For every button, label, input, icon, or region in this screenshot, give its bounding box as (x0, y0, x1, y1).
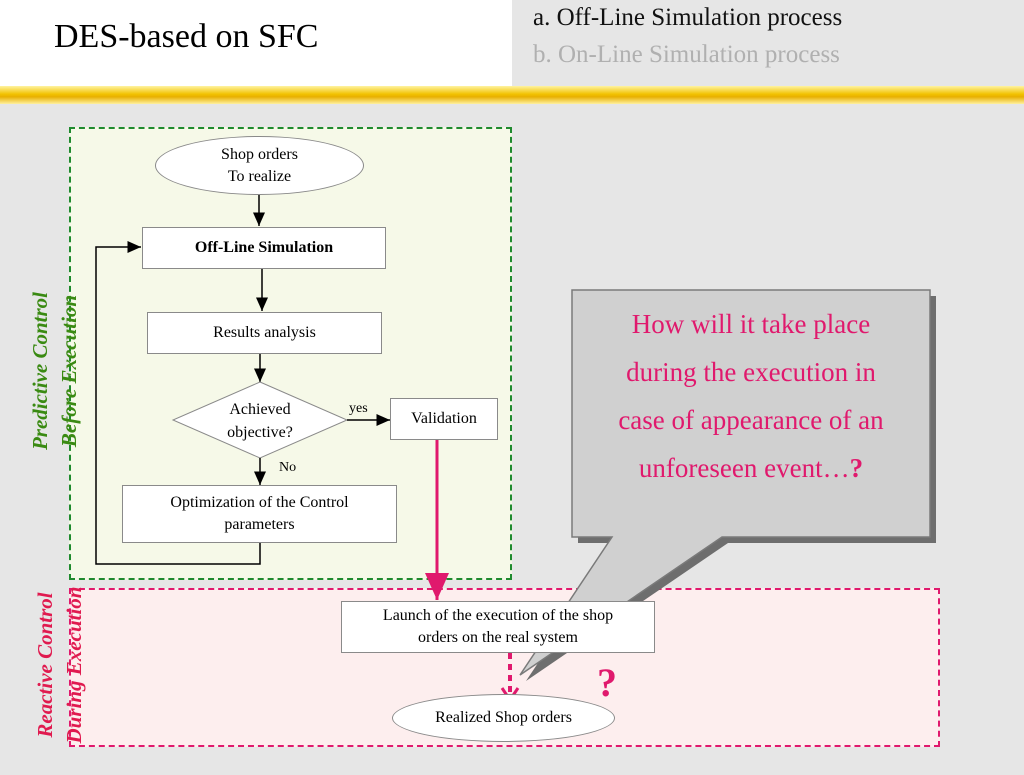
header-background (0, 0, 512, 88)
callout-question: How will it take place during the execut… (576, 300, 926, 492)
callout-line1: How will it take place (631, 309, 871, 339)
decision-line2: objective? (227, 424, 293, 441)
callout-line2: during the execution in (626, 357, 876, 387)
yes-label: yes (349, 401, 368, 416)
validation-box: Validation (390, 398, 498, 440)
realized-shop-orders-end: Realized Shop orders (392, 694, 615, 742)
feedback-loop-arrow (95, 241, 261, 565)
results-analysis-box: Results analysis (147, 312, 382, 354)
launch-execution-box: Launch of the execution of the shop orde… (341, 601, 655, 653)
menu-item-online[interactable]: b. On-Line Simulation process (533, 41, 840, 68)
question-mark: ? (597, 660, 617, 705)
shop-orders-line1: Shop orders (221, 145, 298, 163)
launch-line2: orders on the real system (418, 629, 578, 646)
callout-line4: unforeseen event…? (576, 444, 926, 492)
slide-title: DES-based on SFC (54, 18, 319, 55)
decision-text: Achieved objective? (192, 398, 328, 444)
menu-item-offline[interactable]: a. Off-Line Simulation process (533, 4, 843, 31)
callout-emphasis: ? (849, 453, 864, 483)
decision-line1: Achieved (229, 401, 291, 418)
callout-line4-text: unforeseen event… (638, 453, 850, 483)
optimization-line1: Optimization of the Control (170, 494, 349, 511)
header-stripe (0, 86, 1024, 104)
no-label: No (279, 460, 297, 475)
shop-orders-start: Shop orders To realize (155, 136, 364, 195)
offline-simulation-box: Off-Line Simulation (142, 227, 386, 269)
optimization-box: Optimization of the Control parameters (122, 485, 397, 543)
optimization-line2: parameters (224, 516, 295, 533)
launch-line1: Launch of the execution of the shop (382, 607, 614, 624)
shop-orders-line2: To realize (227, 167, 292, 185)
callout-line3: case of appearance of an (618, 405, 884, 435)
